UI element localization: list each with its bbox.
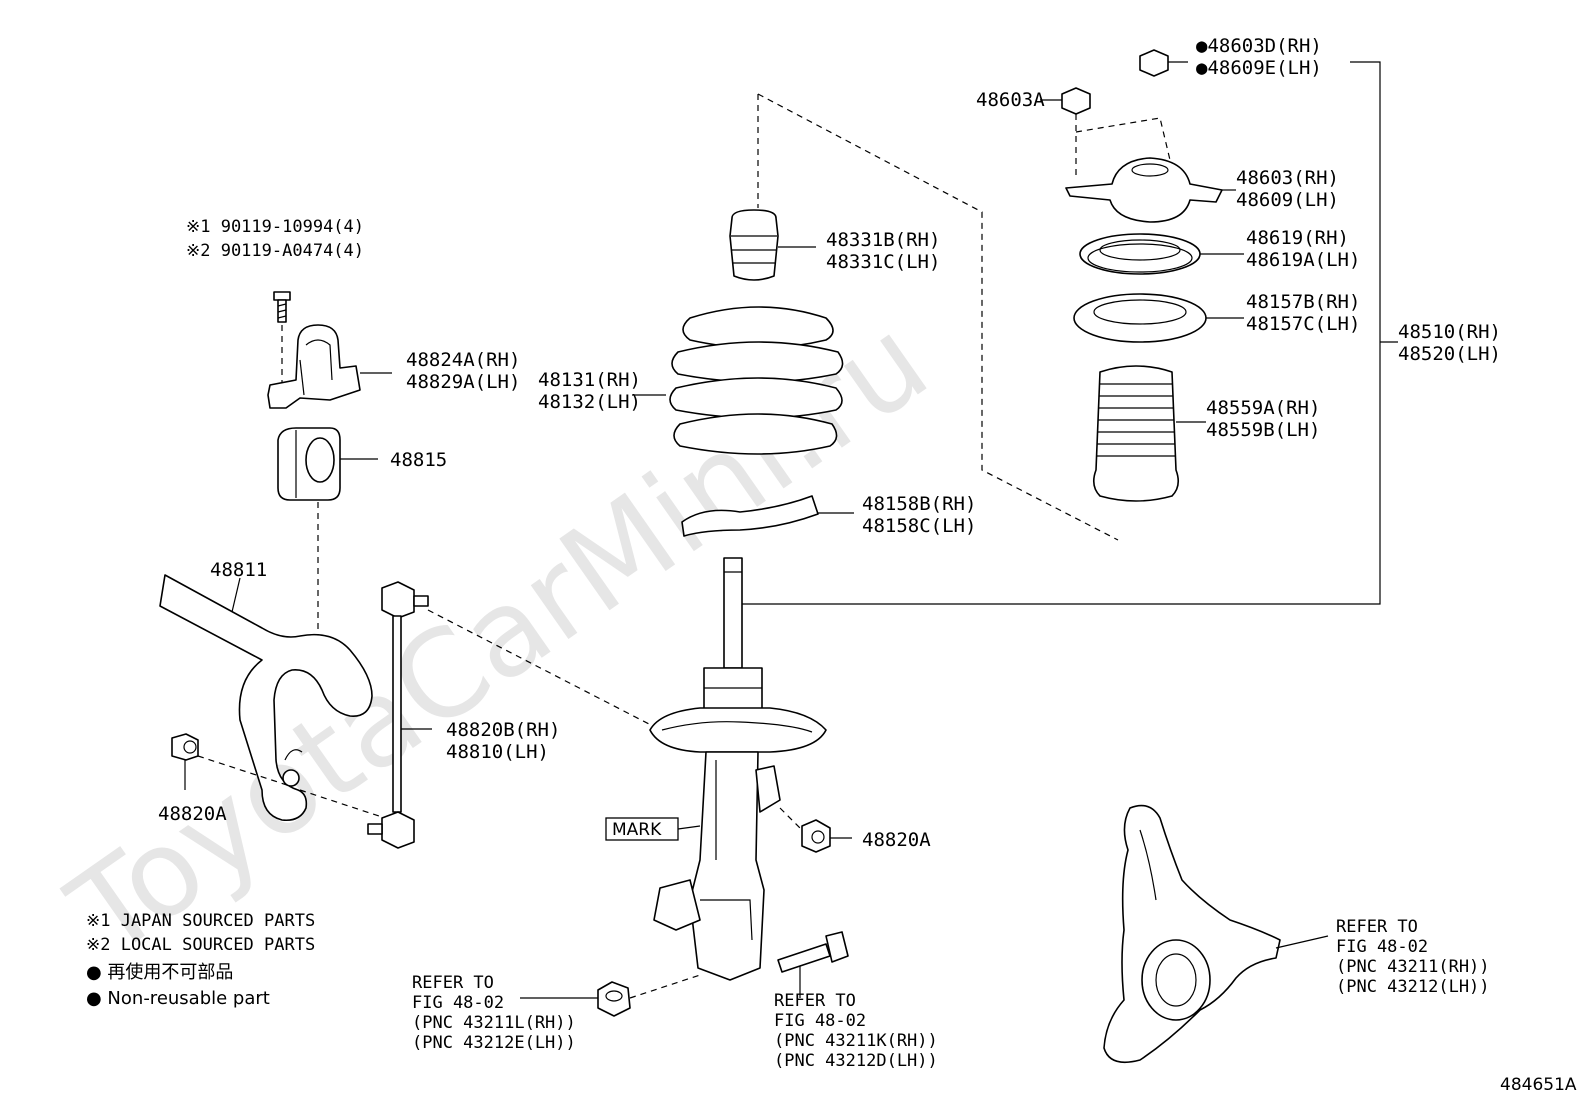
bolt-label-1: ※1 90119-10994(4) (186, 217, 364, 237)
knuckle-ref-line1: REFER TO (1336, 917, 1418, 937)
bushing-label: 48815 (390, 449, 447, 471)
bolt-label-2: ※2 90119-A0474(4) (186, 241, 364, 261)
nut-left-label: 48820A (158, 803, 227, 825)
upper-insulator-lh-label: 48157C(LH) (1246, 313, 1360, 335)
bump-stopper-icon (729, 209, 779, 281)
bearing-icon (1079, 233, 1201, 275)
bracket-rh-label: 48824A(RH) (406, 349, 520, 371)
bumper-rh-label: 48331B(RH) (826, 229, 940, 251)
mark-label: MARK (612, 820, 662, 840)
steering-knuckle-icon (1103, 804, 1281, 1064)
top-nut-icon (1061, 87, 1091, 115)
nut-right-icon (801, 819, 831, 853)
spring-lh-label: 48132(LH) (538, 391, 641, 413)
lower-insulator-rh-label: 48158B(RH) (862, 493, 976, 515)
knuckle-bolt-icon (777, 931, 849, 973)
top-nut-np-rh-label: ●48603D(RH) (1196, 35, 1322, 57)
nut-right-label: 48820A (862, 829, 931, 851)
link-lh-label: 48810(LH) (446, 741, 549, 763)
stabilizer-bracket-icon (267, 324, 361, 409)
nut-ref-line4: (PNC 43212E(LH)) (412, 1033, 576, 1053)
bolt-ref-line1: REFER TO (774, 991, 856, 1011)
upper-insulator-icon (1073, 293, 1207, 343)
nut-bottom-icon (597, 981, 631, 1017)
stabilizer-bar-label: 48811 (210, 559, 267, 581)
link-rh-label: 48820B(RH) (446, 719, 560, 741)
note-non-reusable-jp: ● 再使用不可部品 (86, 962, 233, 983)
spring-rh-label: 48131(RH) (538, 369, 641, 391)
knuckle-ref-line3: (PNC 43211(RH)) (1336, 957, 1490, 977)
note-local: ※2 LOCAL SOURCED PARTS (86, 935, 315, 955)
top-nut-np-lh-label: ●48609E(LH) (1196, 57, 1322, 79)
lower-insulator-lh-label: 48158C(LH) (862, 515, 976, 537)
note-japan: ※1 JAPAN SOURCED PARTS (86, 911, 315, 931)
nut-left-icon (171, 733, 199, 761)
knuckle-ref-line4: (PNC 43212(LH)) (1336, 977, 1490, 997)
bolt-ref-line3: (PNC 43211K(RH)) (774, 1031, 938, 1051)
stabilizer-link-icon (367, 581, 429, 849)
boot-rh-label: 48559A(RH) (1206, 397, 1320, 419)
note-non-reusable-en: ● Non-reusable part (86, 988, 270, 1009)
support-lh-label: 48609(LH) (1236, 189, 1339, 211)
top-nut-label: 48603A (976, 89, 1045, 111)
boot-lh-label: 48559B(LH) (1206, 419, 1320, 441)
nut-ref-line1: REFER TO (412, 973, 494, 993)
upper-insulator-rh-label: 48157B(RH) (1246, 291, 1360, 313)
strut-assy-rh-label: 48510(RH) (1398, 321, 1501, 343)
bumper-lh-label: 48331C(LH) (826, 251, 940, 273)
coil-spring-icon (669, 306, 844, 455)
bolt-icon (273, 291, 291, 323)
bolt-ref-line2: FIG 48-02 (774, 1011, 866, 1031)
bracket-lh-label: 48829A(LH) (406, 371, 520, 393)
bolt-ref-line4: (PNC 43212D(LH)) (774, 1051, 938, 1071)
bushing-icon (277, 427, 341, 501)
lower-insulator-icon (681, 495, 819, 537)
nut-ref-line3: (PNC 43211L(RH)) (412, 1013, 576, 1033)
bearing-rh-label: 48619(RH) (1246, 227, 1349, 249)
bearing-lh-label: 48619A(LH) (1246, 249, 1360, 271)
top-nut-np-icon (1139, 49, 1169, 77)
knuckle-ref-line2: FIG 48-02 (1336, 937, 1428, 957)
dust-boot-icon (1092, 365, 1180, 502)
strut-assy-lh-label: 48520(LH) (1398, 343, 1501, 365)
stabilizer-bar-icon (159, 574, 373, 822)
diagram-id: 484651A (1500, 1075, 1577, 1095)
support-rh-label: 48603(RH) (1236, 167, 1339, 189)
strut-icon (649, 557, 827, 981)
strut-support-icon (1065, 157, 1223, 223)
nut-ref-line2: FIG 48-02 (412, 993, 504, 1013)
